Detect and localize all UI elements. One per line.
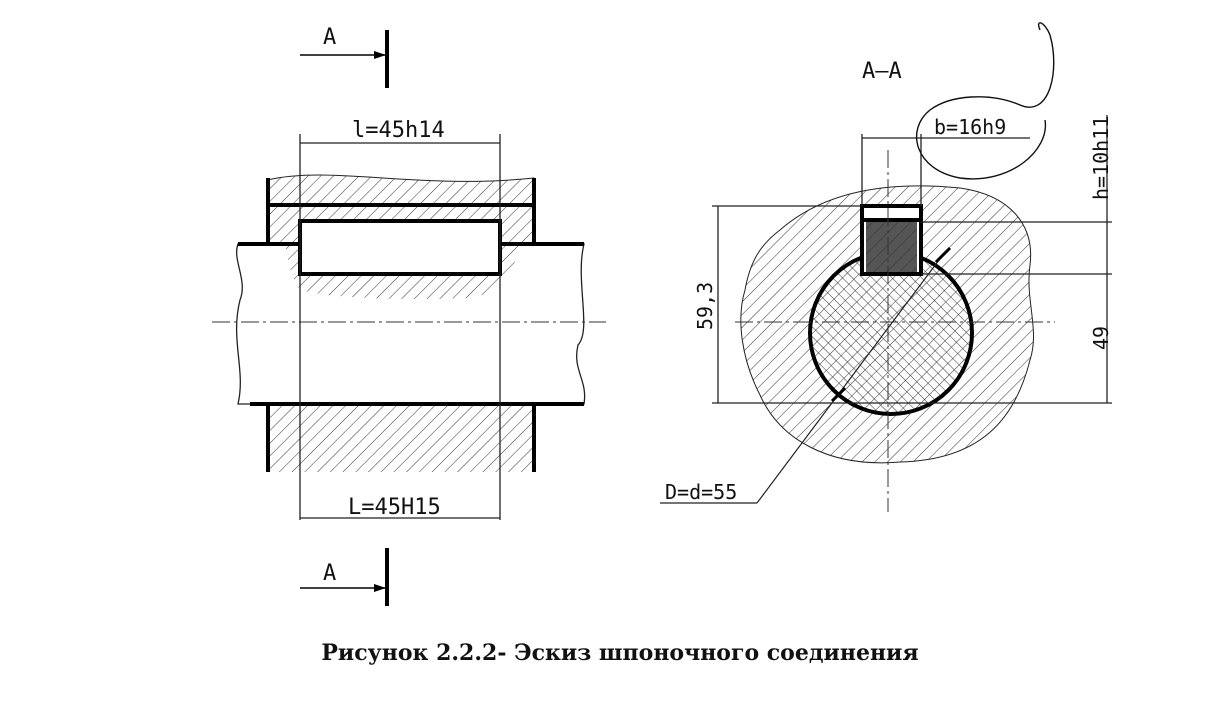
diameter-label: D=d=55: [665, 480, 737, 504]
cross-section-view: A–A b=16h9 59,3 h=10h11 49: [660, 22, 1113, 512]
shaft-cross-section: [808, 250, 974, 416]
section-mark-top: A: [300, 25, 389, 88]
hub-bottom-section: [268, 404, 534, 472]
shaft-dimension-label: 49: [1089, 326, 1113, 350]
key: [298, 219, 502, 276]
hub-dimension-label: 59,3: [693, 282, 717, 330]
key-length-label: l=45h14: [352, 118, 445, 143]
longitudinal-view: A l=45h14 L=45H15: [212, 25, 606, 606]
section-mark-bottom: A: [300, 548, 389, 606]
section-title: A–A: [862, 59, 902, 84]
caption-text: - Эскиз шпоночного соединения: [497, 640, 919, 666]
slot-length-label: L=45H15: [348, 495, 441, 520]
key-width-label: b=16h9: [934, 115, 1006, 139]
section-letter-top: A: [323, 25, 336, 50]
caption-prefix: Рисунок: [321, 640, 429, 666]
figure-caption: Рисунок 2.2.2- Эскиз шпоночного соединен…: [0, 640, 1220, 666]
annotation-loop: [915, 22, 1055, 180]
section-letter-bottom: A: [323, 561, 336, 586]
key-height-label: h=10h11: [1089, 116, 1113, 200]
caption-number: 2.2.2: [436, 640, 498, 666]
